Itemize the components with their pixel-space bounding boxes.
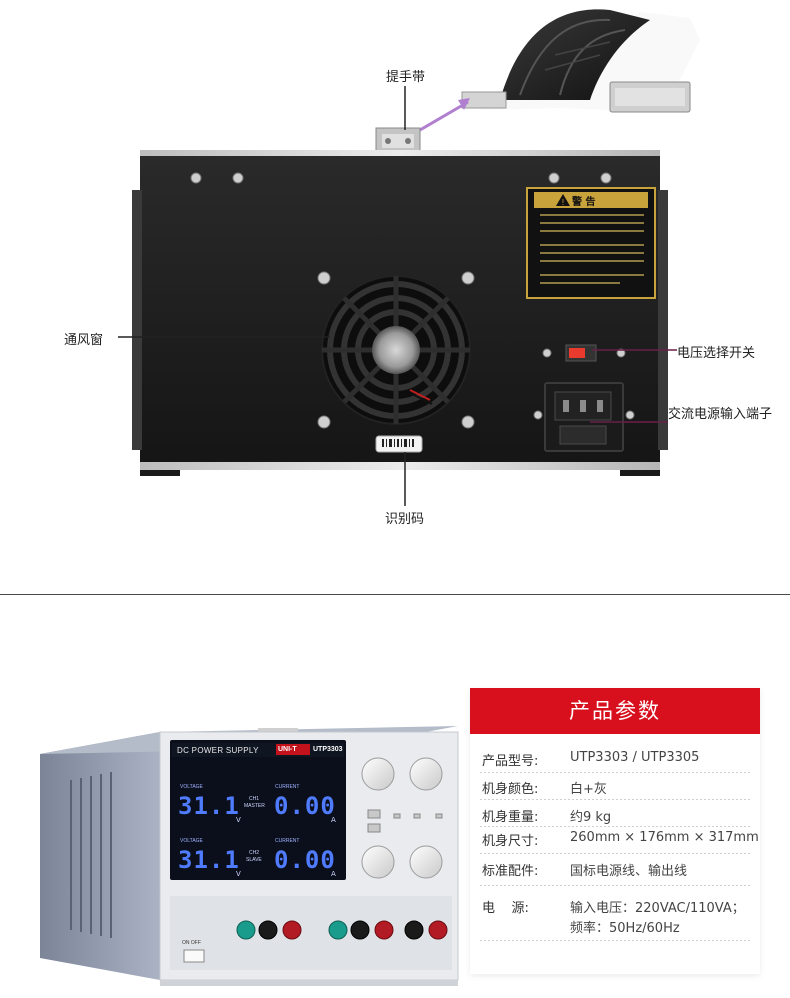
spec-label: 机身重量: (482, 810, 539, 825)
section-divider (0, 594, 790, 595)
spec-value: UTP3303 / UTP3305 (570, 750, 700, 765)
ch1-current-label: CURRENT (275, 784, 300, 790)
spec-value: 260mm × 176mm × 317mm (570, 830, 759, 845)
spec-divider (480, 799, 750, 800)
spec-value: 白+灰 (570, 782, 607, 797)
front-panel-illustration (40, 726, 459, 986)
display-window (170, 740, 346, 880)
ch2-voltage-readout: 31.1 (178, 846, 240, 874)
spec-panel-title: 产品参数 (470, 688, 760, 734)
handle-strap-image (461, 9, 700, 113)
spec-label: 机身尺寸: (482, 834, 539, 849)
ch1-voltage-label: VOLTAGE (180, 784, 203, 790)
id-code-callout-label: 识别码 (385, 512, 425, 527)
handle-callout-label: 提手带 (386, 70, 426, 85)
front-model: UTP3303 (313, 746, 343, 753)
spec-label: 产品型号: (482, 754, 539, 769)
ch2-current-readout: 0.00 (274, 846, 336, 874)
callout-leader-lines (118, 86, 677, 506)
spec-label: 标准配件: (482, 864, 539, 879)
ch1-voltage-readout: 31.1 (178, 792, 240, 820)
ch1-unit-a: A (331, 816, 336, 824)
spec-label: 机身颜色: (482, 782, 539, 797)
ch2-voltage-label: VOLTAGE (180, 838, 203, 844)
spec-value: 输入电压：220VAC/110VA； (570, 901, 745, 916)
spec-value: 国标电源线、输出线 (570, 864, 688, 879)
voltage-switch-callout-label: 电压选择开关 (677, 346, 756, 361)
ch2-mode-label: CH2 (249, 850, 260, 856)
voltage-knob-ch2 (361, 845, 395, 879)
spec-panel: 产品参数 产品型号: UTP3303 / UTP3305 机身颜色: 白+灰 机… (470, 688, 760, 974)
svg-text:!: ! (561, 198, 564, 207)
ch2-sub-label: SLAVE (246, 857, 262, 863)
ac-input-callout-label: 交流电源输入端子 (668, 407, 773, 422)
spec-divider (480, 940, 750, 941)
spec-divider (480, 885, 750, 886)
spec-value: 频率：50Hz/60Hz (570, 921, 680, 936)
ch2-current-label: CURRENT (275, 838, 300, 844)
handle-pointer-arrow (419, 100, 469, 132)
voltage-knob-ch1 (361, 757, 395, 791)
vent-callout-label: 通风窗 (64, 333, 104, 348)
power-switch (183, 949, 205, 963)
warning-label-title: 警 告 (572, 197, 596, 208)
ch1-mode-label: CH1 (249, 796, 260, 802)
id-barcode-sticker (375, 435, 423, 453)
spec-value: 约9 kg (570, 810, 612, 825)
ch1-unit-v: V (236, 816, 241, 824)
ac-power-inlet (533, 382, 635, 452)
output-terminals (236, 920, 448, 940)
ch1-sub-label: MASTER (244, 803, 265, 809)
voltage-selector-switch (542, 344, 626, 362)
ch2-unit-v: V (236, 870, 241, 878)
spec-divider (480, 772, 750, 773)
front-logo: UNI-T (278, 746, 297, 753)
ch2-unit-a: A (331, 870, 336, 878)
warning-label: ! (526, 187, 656, 299)
spec-divider (480, 826, 750, 827)
fan-vent (321, 275, 471, 425)
screw-icons (190, 172, 612, 429)
spec-label: 电 源: (482, 901, 529, 916)
front-panel-scene: DC POWER SUPPLY UNI-T UTP3303 VOLTAGE CU… (0, 600, 470, 998)
front-brand-text: DC POWER SUPPLY (177, 746, 259, 755)
power-switch-label: ON OFF (182, 940, 201, 946)
rear-panel-scene: ! (64, 9, 773, 527)
current-knob-ch2 (409, 845, 443, 879)
current-knob-ch1 (409, 757, 443, 791)
ch1-current-readout: 0.00 (274, 792, 336, 820)
spec-divider (480, 853, 750, 854)
rear-panel-illustration: ! (118, 9, 700, 506)
